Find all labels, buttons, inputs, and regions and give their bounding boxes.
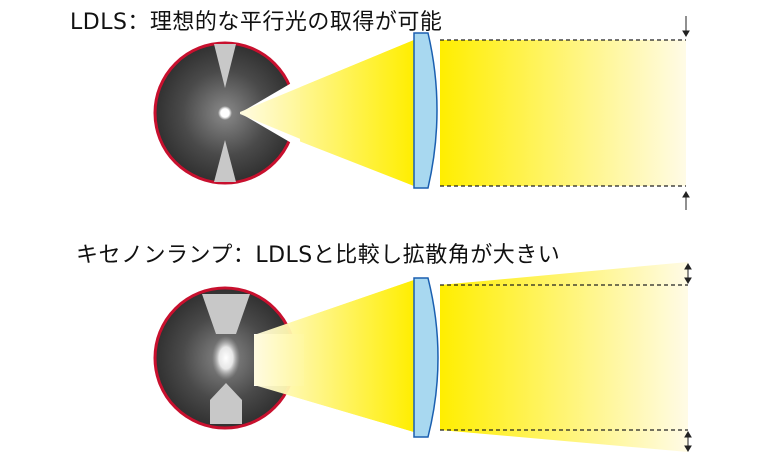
xenon-lower-electrode xyxy=(210,383,242,424)
xenon-diverging-beam xyxy=(440,262,688,452)
ldls-panel xyxy=(153,16,690,210)
xenon-divergence-arrows xyxy=(684,263,692,452)
xenon-title: キセノンランプ：LDLSと比較し拡散角が大きい xyxy=(76,243,561,268)
xenon-upper-electrode xyxy=(202,294,250,334)
ldls-parallel-beam xyxy=(440,40,686,186)
ldls-plasma-spot xyxy=(218,106,232,120)
xenon-lens xyxy=(413,277,439,438)
ldls-lens xyxy=(413,32,438,189)
ldls-upper-electrode xyxy=(214,44,236,88)
xenon-arc-spot xyxy=(212,336,240,380)
ldls-divergence-arrows xyxy=(682,16,690,210)
ldls-lower-electrode xyxy=(214,140,236,182)
ldls-title: LDLS：理想的な平行光の取得が可能 xyxy=(70,10,443,35)
xenon-panel xyxy=(153,262,692,452)
